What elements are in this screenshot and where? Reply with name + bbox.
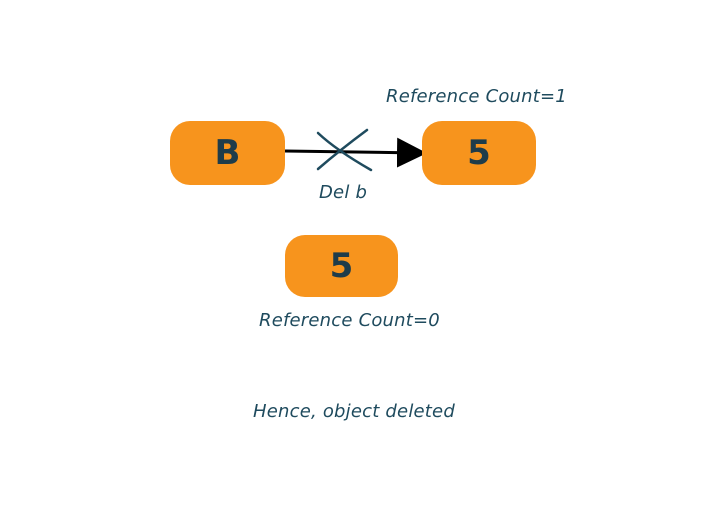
variable-b-label: B	[214, 133, 241, 173]
reference-arrow	[284, 137, 427, 168]
reference-count-bottom-label: Reference Count=0	[259, 310, 440, 331]
object-top-value: 5	[467, 133, 491, 173]
object-node-top: 5	[422, 121, 536, 185]
cross-icon	[316, 128, 373, 172]
reference-count-top-label: Reference Count=1	[386, 86, 567, 107]
delete-statement-label: Del b	[319, 182, 368, 203]
object-node-bottom: 5	[285, 235, 398, 297]
object-bottom-value: 5	[329, 246, 354, 286]
conclusion-label: Hence, object deleted	[253, 401, 455, 422]
variable-b-node: B	[170, 121, 285, 185]
